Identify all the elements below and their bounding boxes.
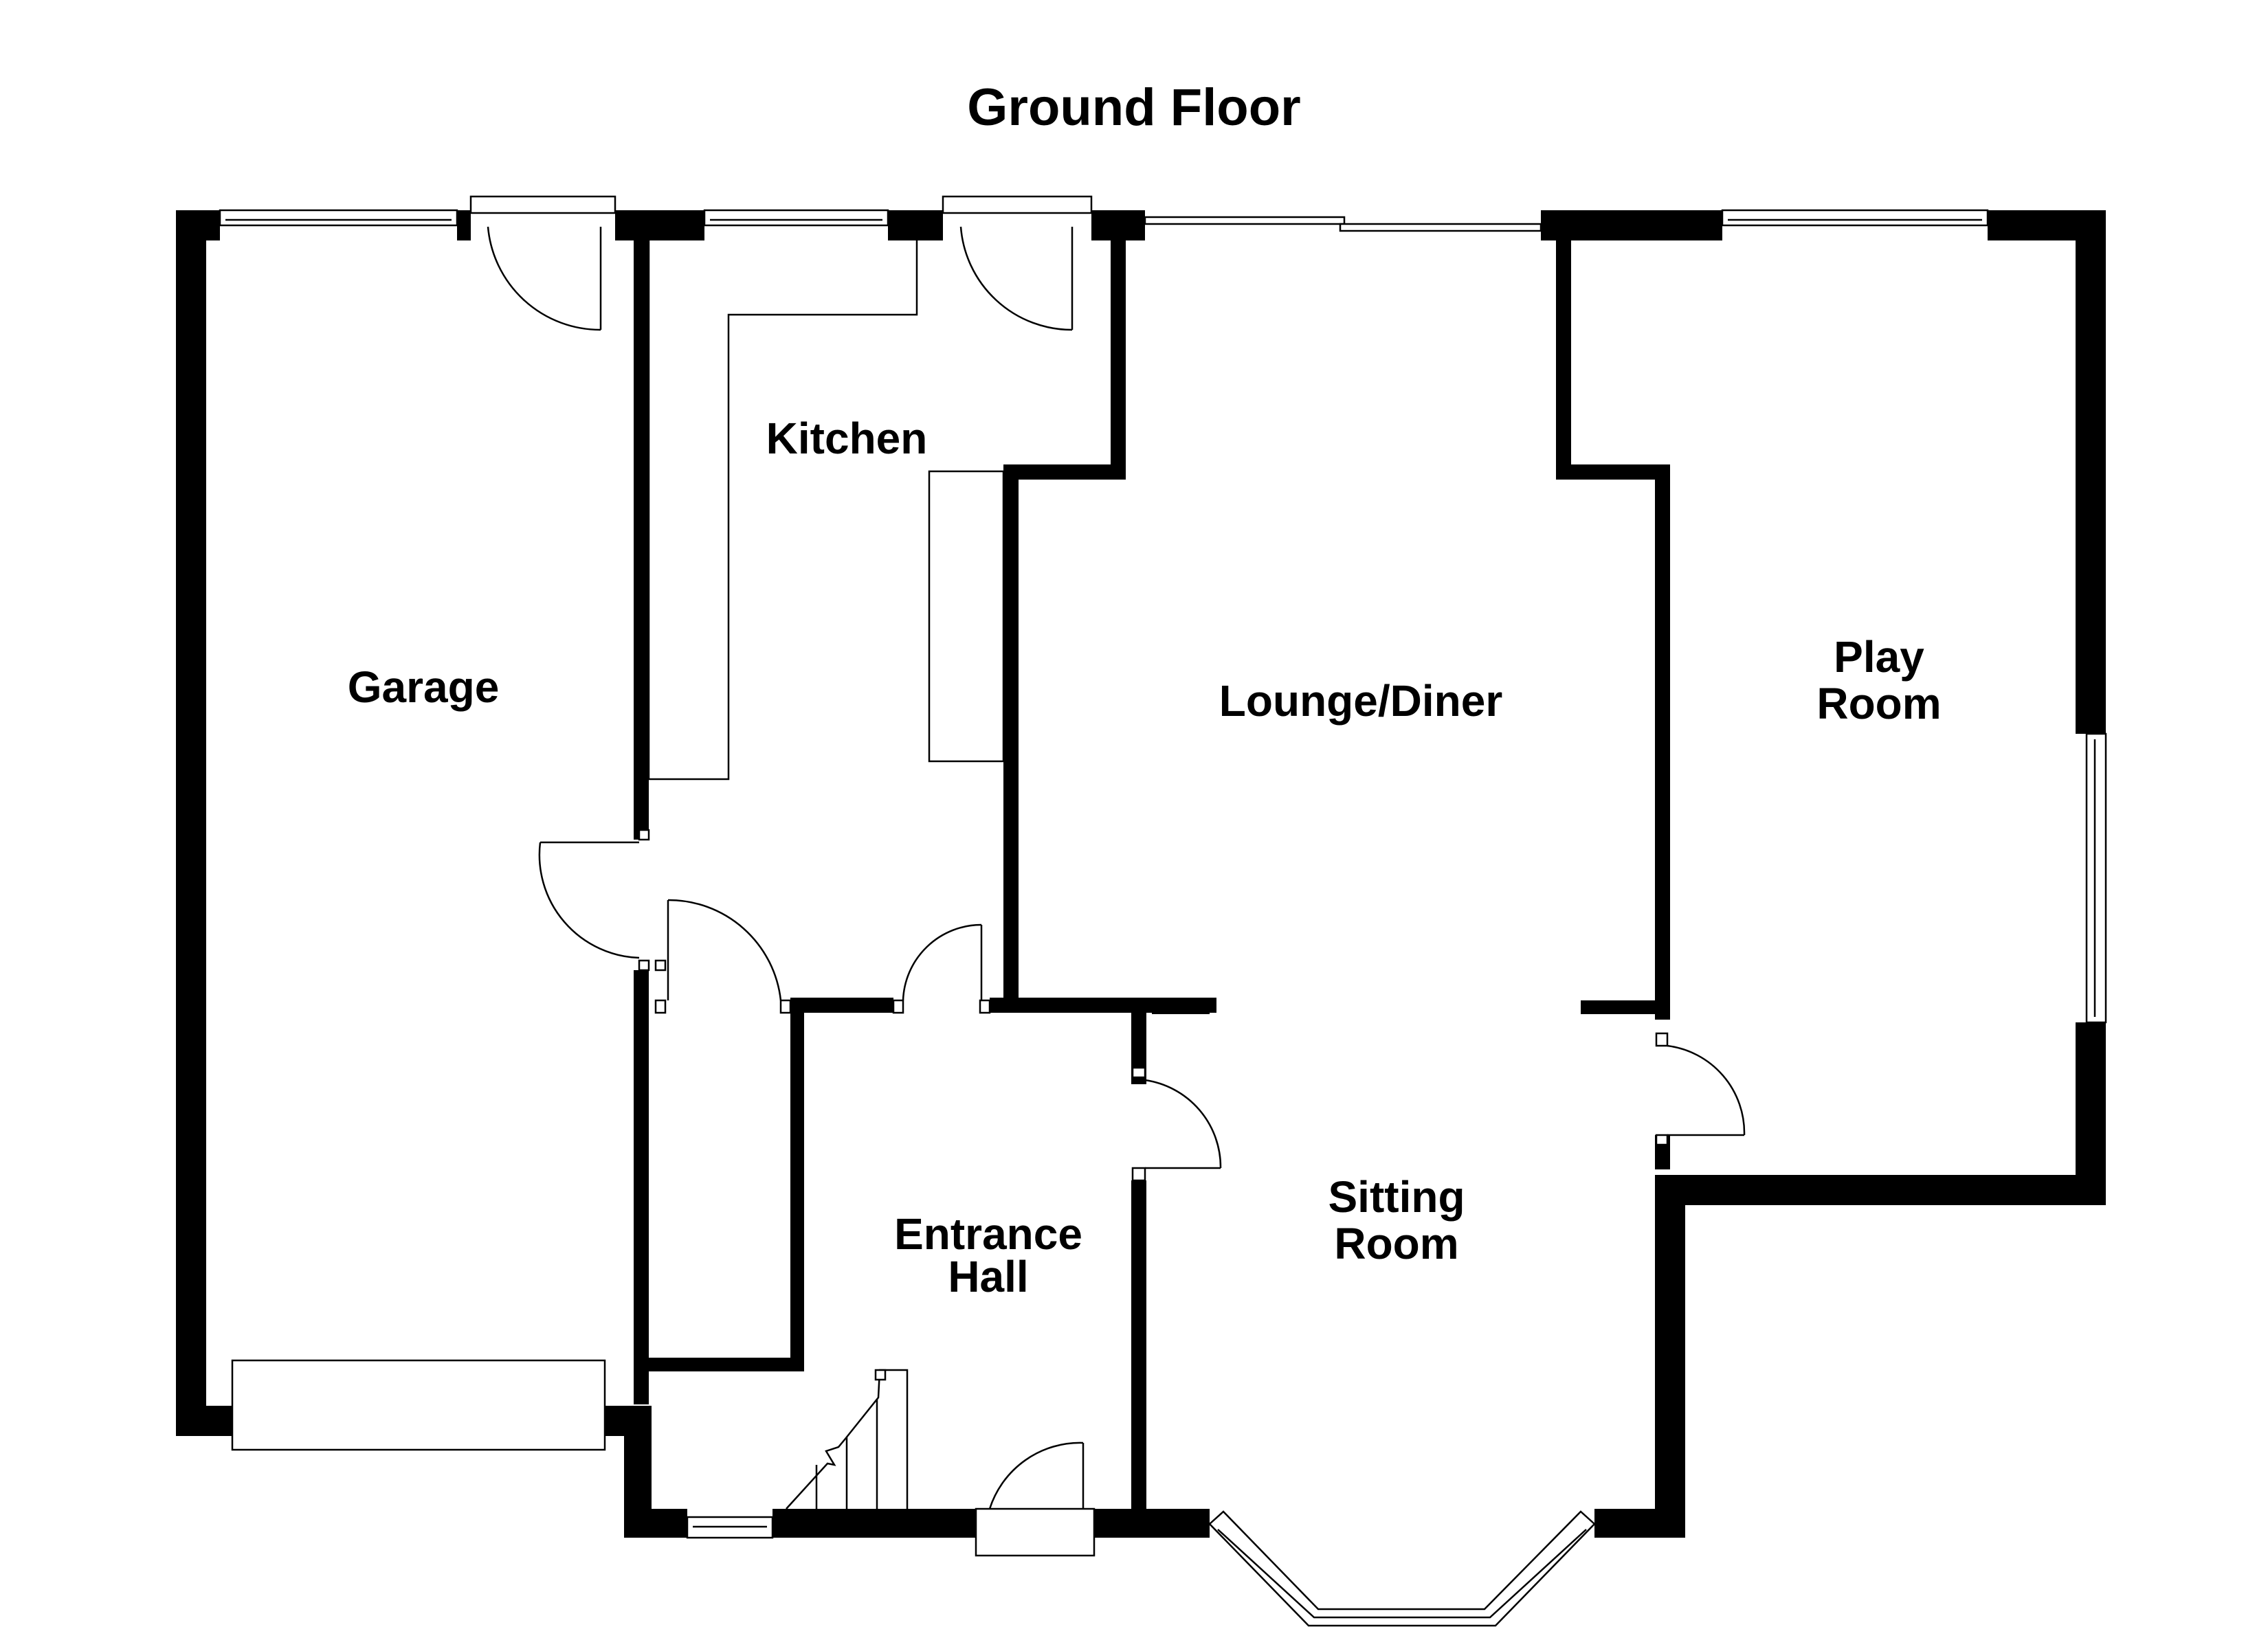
wall-garage-left xyxy=(176,210,206,1436)
room-label-play-room-line1: Play xyxy=(1834,632,1924,682)
room-label-entrance-hall-line1: Entrance xyxy=(894,1209,1082,1259)
wall-garage-top-mid xyxy=(457,210,471,240)
wall-playroom-right-upper xyxy=(2076,210,2106,734)
door-sitting-play-jamb-top xyxy=(1655,1032,1669,1047)
wall-playroom-bottom xyxy=(1670,1175,2106,1205)
door-sitting-play-jamb-bottom xyxy=(1655,1134,1669,1146)
room-labels: Garage Kitchen Lounge/Diner Play Room En… xyxy=(348,414,1942,1301)
door-garage-kitchen-jamb-top xyxy=(638,829,650,841)
window-playroom-side xyxy=(2085,732,2107,1024)
wall-hall-sitting-upper xyxy=(1131,1013,1146,1084)
wall-kitchen-top-mid xyxy=(888,210,943,240)
door-hall-kitchen-jamb-right xyxy=(979,999,991,1014)
door-kitchen-rear-frame xyxy=(942,195,1093,214)
wall-hall-bottom-left xyxy=(624,1509,687,1538)
wall-garage-top-left xyxy=(176,210,220,240)
door-garage-rear-frame xyxy=(469,195,616,214)
wall-kitchen-lounge-lower xyxy=(1003,464,1019,1013)
wall-hall-bottom-mid xyxy=(772,1509,976,1538)
wall-hall-sitting-lower xyxy=(1131,1180,1146,1538)
door-cupboard-jamb-top xyxy=(654,959,667,972)
wall-cupboard-right xyxy=(790,1013,804,1371)
wall-lounge-play-lower xyxy=(1655,464,1670,1020)
wall-hall-bottom-right xyxy=(1094,1509,1210,1538)
door-hall-sitting-jamb-top xyxy=(1131,1066,1146,1079)
room-label-garage: Garage xyxy=(348,662,500,712)
sliding-door-lounge-2 xyxy=(1339,223,1542,232)
fixtures xyxy=(231,240,1005,1510)
wall-garage-kitchen-lower xyxy=(634,970,649,1404)
wall-sitting-right-lower xyxy=(1655,1175,1685,1538)
wall-kitchen-lounge-upper xyxy=(1111,210,1126,480)
doors xyxy=(469,195,1746,1557)
door-hall-sitting-jamb-bottom xyxy=(1131,1167,1146,1182)
room-label-play-room-line2: Room xyxy=(1816,679,1941,728)
windows xyxy=(219,209,2107,1627)
wall-garage-kitchen-upper xyxy=(634,210,649,840)
walls xyxy=(176,210,2106,1538)
room-label-entrance-hall-line2: Hall xyxy=(948,1252,1028,1301)
door-cupboard-jamb-bottom xyxy=(654,999,667,1014)
door-cupboard-jamb-right xyxy=(779,999,792,1014)
staircase xyxy=(786,1369,909,1510)
sliding-door-lounge xyxy=(1144,216,1346,225)
window-garage xyxy=(219,209,458,227)
wall-lounge-play-upper xyxy=(1556,210,1571,480)
wall-cupboard-bottom xyxy=(649,1358,804,1371)
garage-door xyxy=(231,1359,606,1451)
room-label-sitting-room-line1: Sitting xyxy=(1328,1172,1465,1222)
wall-lounge-sitting-left xyxy=(1152,1000,1210,1014)
wall-playroom-right-lower xyxy=(2076,1022,2106,1205)
bay-window xyxy=(1208,1510,1596,1627)
window-kitchen xyxy=(703,209,889,227)
wall-lounge-sitting-right xyxy=(1581,1000,1656,1014)
wall-garage-top-right xyxy=(615,210,704,240)
wall-kitchen-lounge-step xyxy=(1003,464,1126,480)
wall-sitting-bottom-right xyxy=(1594,1509,1685,1538)
wall-kitchen-hall-left xyxy=(790,998,893,1013)
room-label-lounge-diner: Lounge/Diner xyxy=(1219,676,1502,726)
door-hall-kitchen-jamb-left xyxy=(892,999,904,1014)
door-garage-kitchen-jamb-bottom xyxy=(638,959,650,972)
kitchen-side-worktop xyxy=(928,470,1005,763)
staircase-newel xyxy=(874,1369,887,1381)
window-playroom-top xyxy=(1721,209,1989,227)
floor-title: Ground Floor xyxy=(967,78,1300,137)
wall-lounge-play-step xyxy=(1556,464,1670,480)
room-label-kitchen: Kitchen xyxy=(766,414,928,463)
wall-garage-bottom-left xyxy=(176,1406,232,1436)
room-label-sitting-room-line2: Room xyxy=(1334,1219,1458,1268)
kitchen-worktop xyxy=(647,240,918,781)
door-front-frame xyxy=(975,1507,1096,1557)
